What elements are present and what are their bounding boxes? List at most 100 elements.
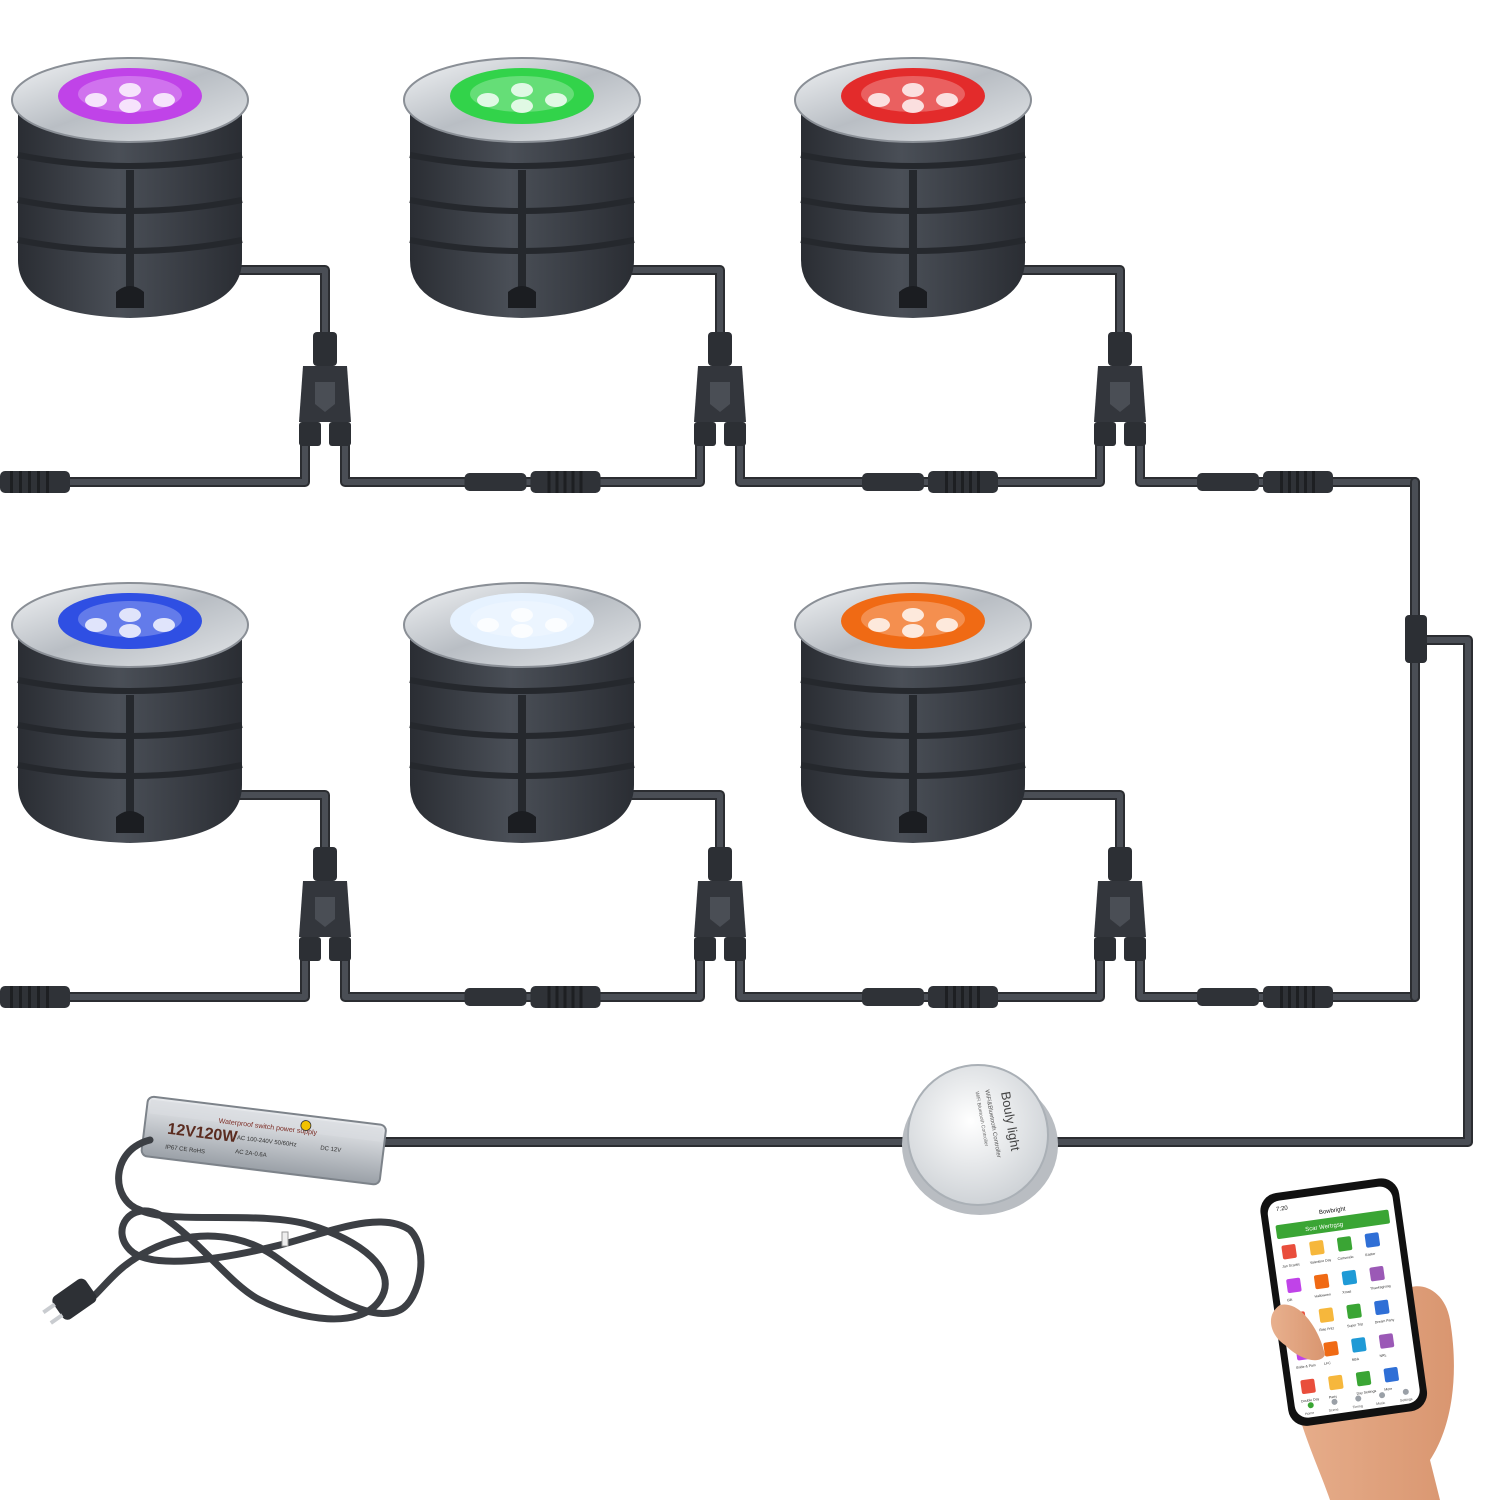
- scene-icon: [1323, 1341, 1339, 1357]
- led-chip: [868, 618, 890, 632]
- scene-item[interactable]: Easter: [1362, 1232, 1381, 1257]
- inline-connector: [1197, 986, 1333, 1008]
- splitter-leg-right: [329, 422, 351, 446]
- scene-icon: [1374, 1299, 1390, 1315]
- housing-rib: [409, 677, 635, 694]
- connector-ridge: [945, 986, 948, 1008]
- cable-port: [899, 811, 927, 833]
- connector-ridge: [555, 986, 559, 1008]
- scene-item[interactable]: Xmas: [1339, 1269, 1358, 1295]
- led-chip: [868, 93, 890, 107]
- tab-home[interactable]: Home: [1303, 1402, 1315, 1416]
- scene-item[interactable]: Jan Scarlet: [1279, 1244, 1300, 1269]
- scene-item[interactable]: NBA: [1349, 1337, 1368, 1362]
- scene-label: NBA: [1352, 1357, 1360, 1362]
- connector-ridge: [1304, 986, 1307, 1008]
- scene-label: Easter: [1365, 1252, 1376, 1257]
- led-chip: [119, 83, 141, 97]
- housing-rib: [800, 677, 1026, 694]
- lights-group: [11, 57, 1032, 843]
- scene-item[interactable]: Day Settings: [1354, 1370, 1377, 1396]
- tab-settings[interactable]: Settings: [1398, 1388, 1413, 1403]
- phone-time: 7:20: [1276, 1205, 1289, 1213]
- scene-icon: [1378, 1333, 1395, 1349]
- scene-item[interactable]: Cartsmelo: [1335, 1236, 1354, 1261]
- connector-ridge: [1296, 986, 1299, 1008]
- connector-ridge: [1288, 471, 1291, 493]
- scene-item[interactable]: LFC: [1321, 1341, 1340, 1366]
- cable-outline: [627, 790, 725, 872]
- splitter-leg-left: [1094, 422, 1116, 446]
- scene-label: Xmas: [1342, 1289, 1352, 1294]
- splitter-neck: [313, 332, 337, 366]
- cord-tie: [281, 1231, 289, 1247]
- connector-ridge: [961, 986, 964, 1008]
- connector-ridge: [563, 471, 567, 493]
- scene-item[interactable]: Gift: [1284, 1277, 1303, 1302]
- splitter-leg-left: [694, 937, 716, 961]
- scene-icon: [1328, 1374, 1344, 1391]
- scene-item[interactable]: Double Day: [1298, 1378, 1320, 1403]
- app-banner[interactable]: [1275, 1209, 1390, 1239]
- scene-item[interactable]: Thanksgiving: [1367, 1265, 1391, 1291]
- cable: [237, 792, 328, 870]
- connector-ridge: [46, 986, 49, 1008]
- scene-item[interactable]: Party: [1326, 1374, 1345, 1400]
- connector-male: [862, 473, 924, 491]
- inline-connector: [464, 986, 601, 1008]
- splitter-shield: [315, 382, 335, 412]
- phone-screen: [1267, 1186, 1420, 1418]
- splitter-neck: [1108, 332, 1132, 366]
- scene-icon: [1336, 1236, 1353, 1252]
- connector-ridge: [1296, 471, 1299, 493]
- connector-ridge: [28, 471, 31, 493]
- scene-item[interactable]: Super Trip: [1344, 1303, 1363, 1328]
- cable-port: [899, 286, 927, 308]
- connector-ridge: [977, 986, 980, 1008]
- light-green: [403, 57, 641, 318]
- end-cap: [0, 986, 70, 1008]
- scene-label: Day Settings: [1356, 1389, 1376, 1396]
- end-connector: [0, 471, 70, 493]
- tab-scene[interactable]: Scene: [1327, 1398, 1339, 1413]
- t-splitter: [694, 332, 746, 446]
- scene-label: Gift: [1287, 1298, 1293, 1303]
- splitter-leg-left: [299, 937, 321, 961]
- splitter-neck: [708, 847, 732, 881]
- light-white: [403, 582, 641, 843]
- scene-label: More: [1384, 1387, 1393, 1392]
- scene-icon: [1313, 1273, 1330, 1290]
- scene-icon: [1281, 1244, 1297, 1260]
- scene-item[interactable]: Rise Fritz: [1316, 1307, 1335, 1332]
- cable-network: [0, 265, 1473, 1147]
- tab-music[interactable]: Music: [1375, 1392, 1387, 1406]
- scene-item[interactable]: Halloween: [1312, 1273, 1331, 1299]
- housing-spine: [518, 695, 526, 815]
- t-splitter: [694, 847, 746, 961]
- scene-icon: [1286, 1277, 1302, 1294]
- scene-item[interactable]: More: [1381, 1367, 1400, 1392]
- connector-male: [1197, 473, 1259, 491]
- connector-ridge: [1312, 471, 1315, 493]
- scene-label: NRL: [1379, 1353, 1387, 1358]
- light-red: [794, 57, 1032, 318]
- trunk-splitter: [1405, 615, 1427, 663]
- led-chip: [902, 99, 924, 113]
- housing-rib: [17, 152, 243, 169]
- scene-item[interactable]: Valentine Day: [1307, 1239, 1332, 1265]
- tab-timing[interactable]: Timing: [1351, 1395, 1363, 1409]
- led-chip: [936, 93, 958, 107]
- plug-icon: [42, 1278, 97, 1325]
- scene-item[interactable]: Dream Party: [1372, 1299, 1395, 1325]
- tab-icon: [1331, 1398, 1338, 1405]
- tab-label: Scene: [1328, 1407, 1338, 1412]
- cable-outline: [1018, 265, 1125, 357]
- led-chip: [511, 624, 533, 638]
- scene-item[interactable]: NRL: [1377, 1333, 1396, 1358]
- connector-ridge: [1280, 471, 1283, 493]
- app-tab-bar: Home Scene Timing Music Settings: [1303, 1388, 1413, 1416]
- connector-ridge: [19, 471, 22, 493]
- led-chip: [153, 93, 175, 107]
- power-supply: 12V120W Waterproof switch power supply A…: [42, 1095, 425, 1325]
